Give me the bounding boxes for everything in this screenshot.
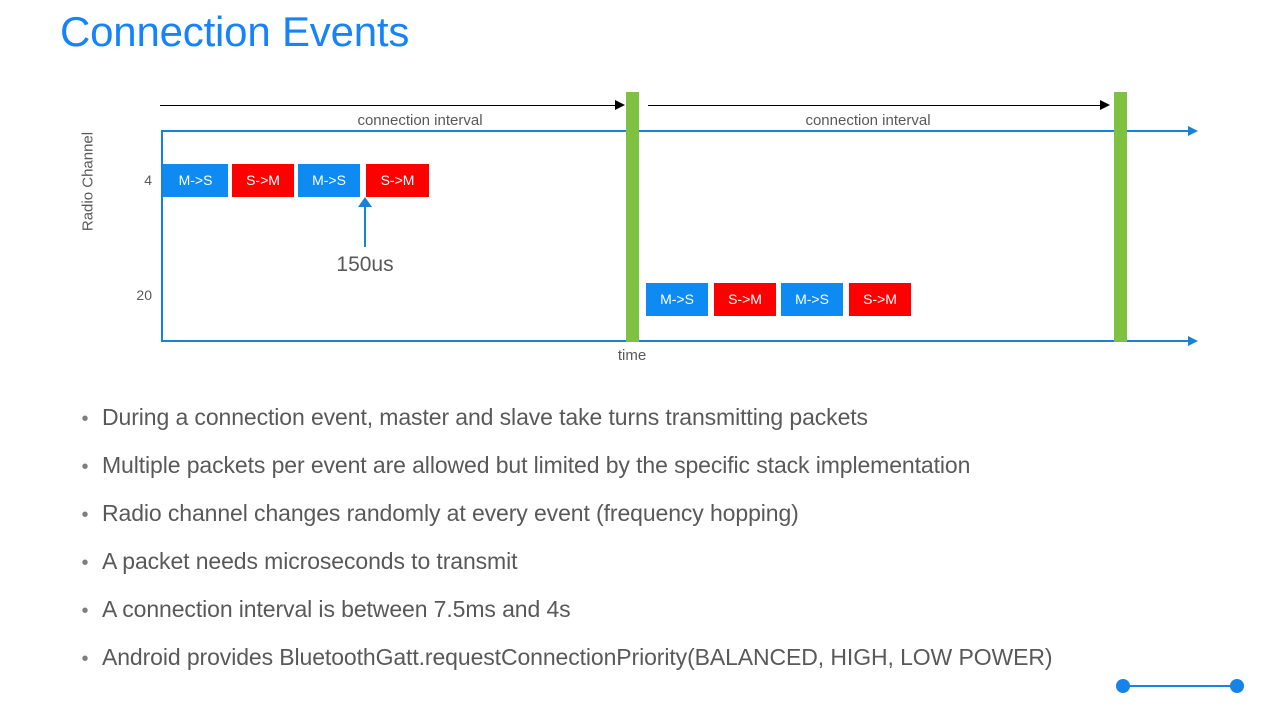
bullet-marker-icon: •: [81, 456, 89, 478]
inter-frame-space-arrowhead-icon: [358, 197, 372, 207]
connection-interval-arrow-line-2: [648, 105, 1106, 106]
x-axis-label: time: [617, 347, 647, 364]
packet-m2s-g1-1: M->S: [163, 164, 228, 197]
y-axis-label: Radio Channel: [79, 131, 97, 232]
footer-decoration: [1116, 679, 1244, 693]
x-axis-line: [161, 340, 1190, 342]
connection-interval-label-1: connection interval: [357, 112, 483, 129]
bullet-text: Android provides BluetoothGatt.requestCo…: [102, 644, 1053, 670]
list-item: • A connection interval is between 7.5ms …: [68, 596, 1248, 644]
inter-frame-space-arrow-shaft: [364, 205, 366, 247]
connection-interval-arrowhead-2: [1100, 100, 1110, 110]
bullet-marker-icon: •: [81, 504, 89, 526]
footer-dot-left-icon: [1116, 679, 1130, 693]
packet-s2m-g1-4: S->M: [366, 164, 429, 197]
packet-m2s-g2-1: M->S: [646, 283, 708, 316]
y-tick-label-4: 4: [144, 172, 152, 188]
page-title: Connection Events: [60, 8, 410, 55]
bullet-text: During a connection event, master and sl…: [102, 404, 868, 430]
packet-s2m-g2-4: S->M: [849, 283, 911, 316]
bullet-marker-icon: •: [81, 408, 89, 430]
connection-event-bar-2: [1114, 92, 1127, 342]
connection-interval-arrow-line-1: [160, 105, 622, 106]
bullet-marker-icon: •: [81, 552, 89, 574]
list-item: • During a connection event, master and s…: [68, 404, 1248, 452]
bullet-marker-icon: •: [81, 600, 89, 622]
y-tick-label-20: 20: [136, 287, 152, 303]
y-axis-line: [161, 130, 163, 342]
packet-s2m-g2-2: S->M: [714, 283, 776, 316]
x-axis-arrowhead-icon: [1188, 336, 1198, 346]
packet-m2s-g1-3: M->S: [298, 164, 360, 197]
connection-event-bar-1: [626, 92, 639, 342]
connection-interval-arrowhead-1: [615, 100, 625, 110]
list-item: • Radio channel changes randomly at every…: [68, 500, 1248, 548]
bullet-text: A connection interval is between 7.5ms a…: [102, 596, 571, 622]
packet-m2s-g2-3: M->S: [781, 283, 843, 316]
bullet-text: A packet needs microseconds to transmit: [102, 548, 518, 574]
footer-line: [1122, 685, 1238, 687]
bullet-list: • During a connection event, master and s…: [68, 404, 1248, 692]
list-item: • Android provides BluetoothGatt.requestC…: [68, 644, 1248, 692]
bullet-marker-icon: •: [81, 648, 89, 670]
bullet-text: Radio channel changes randomly at every …: [102, 500, 799, 526]
footer-dot-right-icon: [1230, 679, 1244, 693]
top-axis-arrowhead-icon: [1188, 126, 1198, 136]
top-axis-line: [161, 130, 1190, 132]
connection-events-diagram: connection interval connection interval …: [79, 92, 1198, 364]
connection-interval-label-2: connection interval: [805, 112, 931, 129]
bullet-text: Multiple packets per event are allowed b…: [102, 452, 971, 478]
packet-s2m-g1-2: S->M: [232, 164, 294, 197]
inter-frame-space-label: 150us: [336, 253, 394, 276]
list-item: • Multiple packets per event are allowed …: [68, 452, 1248, 500]
list-item: • A packet needs microseconds to transmit: [68, 548, 1248, 596]
